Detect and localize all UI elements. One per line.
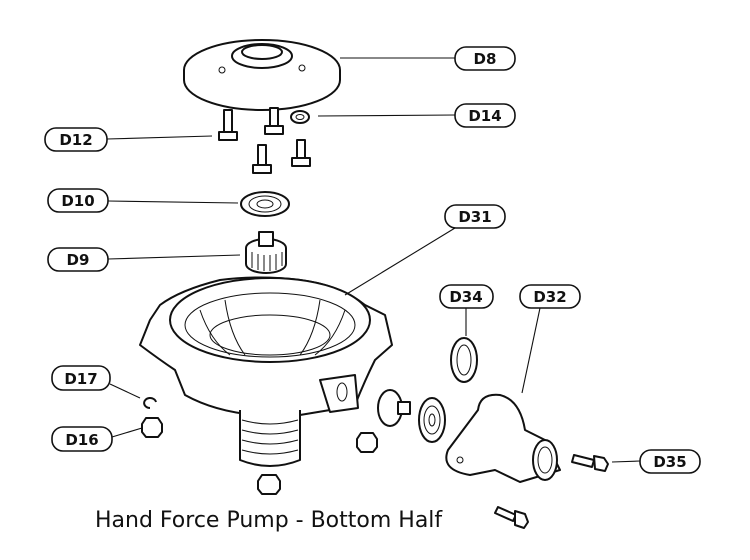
part-d8-cover-disc: [183, 39, 341, 111]
label-d17: D17: [51, 365, 111, 391]
part-small-spring: [418, 397, 446, 443]
label-d16: D16: [51, 426, 113, 452]
label-d8: D8: [454, 46, 516, 71]
svg-text:D9: D9: [67, 251, 90, 269]
label-d9: D9: [47, 247, 109, 272]
part-d16-nut: [141, 417, 163, 438]
part-bottom-nut: [257, 474, 281, 495]
svg-text:D34: D34: [449, 288, 482, 306]
svg-text:D16: D16: [65, 431, 98, 449]
svg-text:D10: D10: [61, 192, 94, 210]
svg-text:D32: D32: [533, 288, 566, 306]
part-d34-seal-ring: [450, 337, 478, 383]
part-d35-bolt: [571, 454, 609, 472]
leader-lines: [106, 57, 641, 463]
part-d17-circlip: [143, 397, 157, 409]
label-d34: D34: [439, 284, 494, 309]
diagram-caption: Hand Force Pump - Bottom Half: [95, 508, 443, 533]
part-d10-spiral-spring: [240, 191, 290, 217]
label-d14: D14: [454, 103, 516, 128]
part-d9-valve: [245, 231, 287, 274]
label-d31: D31: [444, 204, 506, 229]
label-d12: D12: [44, 127, 108, 152]
svg-text:D8: D8: [474, 50, 497, 68]
caption-bolt-icon: [494, 506, 529, 529]
svg-text:D12: D12: [59, 131, 92, 149]
svg-text:D31: D31: [458, 208, 491, 226]
label-d35: D35: [639, 449, 701, 474]
part-d31-pump-body: [139, 276, 393, 467]
svg-text:D17: D17: [64, 370, 97, 388]
part-d12-bolts: [218, 107, 311, 174]
part-side-nut: [356, 432, 378, 453]
label-d10: D10: [47, 188, 109, 213]
label-d32: D32: [519, 284, 581, 309]
part-d32-outlet-housing: [445, 393, 561, 483]
part-side-valve: [377, 389, 411, 427]
svg-text:D35: D35: [653, 453, 686, 471]
svg-text:D14: D14: [468, 107, 501, 125]
part-d14-washer: [290, 110, 310, 124]
